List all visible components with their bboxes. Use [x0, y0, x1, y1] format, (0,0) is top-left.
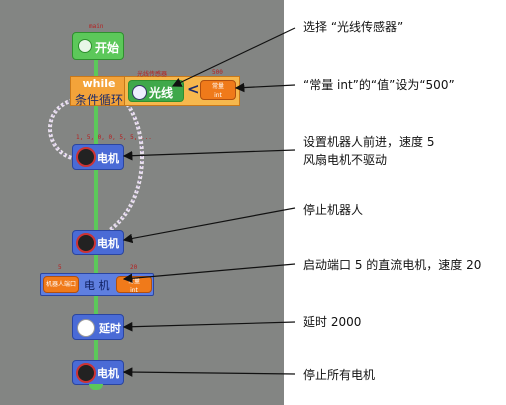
- stop-all-icon: [76, 363, 96, 383]
- end-nub: [89, 384, 103, 390]
- stop-all-block[interactable]: 电机: [72, 360, 124, 385]
- dc-motor-label: 电 机: [84, 279, 110, 292]
- stop-motor-icon: [76, 233, 96, 253]
- connector: [94, 170, 98, 230]
- note-line: 设置机器人前进，速度 5: [303, 135, 435, 149]
- note-line: 选择 “光线传感器”: [303, 20, 404, 34]
- connector: [94, 340, 98, 360]
- loop-wire: [48, 98, 145, 232]
- note-stop-all: 停止所有电机: [303, 366, 375, 384]
- slot-top-text: 常量: [127, 278, 140, 285]
- slot-top-text: 常量: [211, 83, 224, 90]
- note-line: 停止所有电机: [303, 368, 376, 382]
- speed-caption: 20: [130, 264, 138, 271]
- port-caption: 5: [58, 264, 62, 271]
- note-sensor: 选择 “光线传感器”: [303, 18, 403, 36]
- note-const: “常量 int”的“值”设为“500”: [303, 76, 455, 94]
- connector: [94, 296, 98, 314]
- stop-robot-block[interactable]: 电机: [72, 230, 124, 255]
- sensor-caption: 光线传感器: [137, 71, 168, 78]
- motor-icon: [76, 147, 96, 167]
- note-delay: 延时 2000: [303, 313, 361, 331]
- const-caption: 500: [212, 69, 223, 76]
- slot-bottom-text: int: [214, 92, 222, 99]
- note-line: 启动端口 5 的直流电机，速度 20: [303, 258, 482, 272]
- note-line: 停止机器人: [303, 203, 364, 217]
- note-stop-robot: 停止机器人: [303, 201, 363, 219]
- while-subtitle: 条件循环: [74, 93, 123, 107]
- delay-block[interactable]: 延时: [72, 314, 124, 340]
- fan-motor-block[interactable]: 电机: [72, 144, 124, 170]
- start-block[interactable]: 开始: [72, 32, 124, 60]
- less-than-operator: <: [187, 80, 200, 98]
- clock-icon: [77, 319, 95, 337]
- while-block[interactable]: while 条件循环: [70, 76, 126, 107]
- start-label: 开始: [95, 41, 120, 55]
- note-fan: 设置机器人前进，速度 5 风扇电机不驱动: [303, 133, 434, 169]
- fan-motor-label: 电机: [97, 152, 119, 165]
- connector: [94, 60, 98, 76]
- note-line: “常量 int”的“值”设为“500”: [303, 78, 455, 92]
- port-slot[interactable]: 机器人端口: [43, 276, 79, 293]
- program-canvas[interactable]: [0, 0, 284, 405]
- start-icon: [78, 39, 92, 53]
- while-label: while: [82, 77, 116, 90]
- slot-bottom-text: int: [130, 287, 138, 294]
- light-sensor-label: 光线: [149, 86, 174, 100]
- note-dc: 启动端口 5 的直流电机，速度 20: [303, 256, 481, 274]
- stop-robot-label: 电机: [97, 237, 119, 250]
- start-caption: main: [89, 23, 104, 30]
- stop-all-label: 电机: [97, 367, 119, 380]
- fan-caption: 1, 5, 0, 0, 5, 5, ...: [76, 134, 152, 141]
- note-line: 风扇电机不驱动: [303, 153, 388, 167]
- delay-label: 延时: [99, 322, 121, 335]
- light-sensor-block[interactable]: 光线: [128, 80, 184, 102]
- note-line: 延时 2000: [303, 315, 362, 329]
- connector: [94, 255, 98, 273]
- connector: [94, 106, 98, 144]
- light-icon: [132, 85, 147, 100]
